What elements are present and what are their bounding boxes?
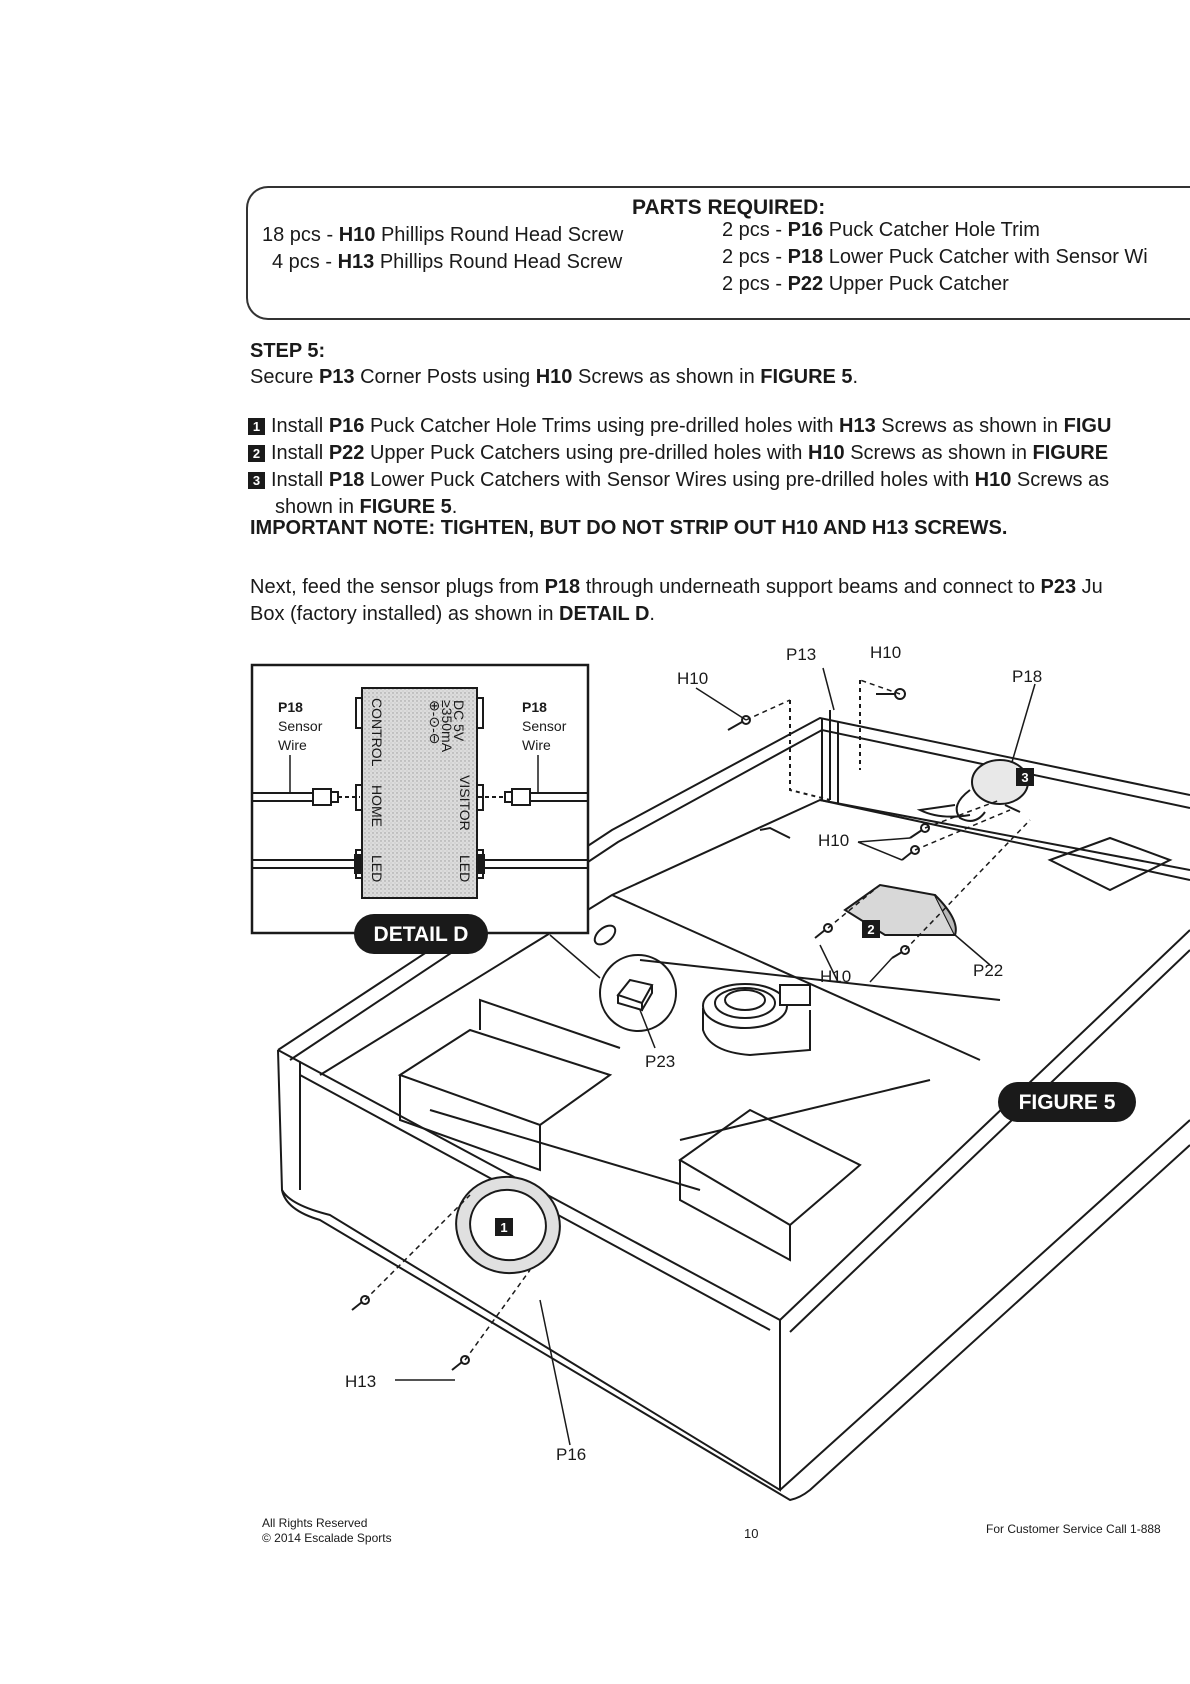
marker-2-label: 2 bbox=[867, 922, 874, 937]
marker-3-label: 3 bbox=[1021, 770, 1028, 785]
parts-left-item: 18 pcs - H10 Phillips Round Head Screw bbox=[262, 224, 624, 246]
marker-1 bbox=[495, 1218, 513, 1236]
box-home-label: HOME bbox=[369, 785, 385, 827]
callout-p16: P16 bbox=[556, 1445, 586, 1464]
table-frame bbox=[277, 716, 1190, 1502]
box-control-label: CONTROL bbox=[369, 698, 385, 767]
p23-junction-box bbox=[593, 924, 677, 1032]
page-number: 10 bbox=[744, 1526, 759, 1541]
box-ma-label: ≥350mA bbox=[439, 700, 455, 753]
detail-label: DETAIL D bbox=[374, 923, 469, 946]
box-visitor-label: VISITOR bbox=[457, 775, 473, 831]
marker-2 bbox=[862, 920, 880, 938]
footer-service: For Customer Service Call 1-888 bbox=[986, 1522, 1161, 1536]
step-title: STEP 5: bbox=[250, 340, 326, 362]
box-led-right-label: LED bbox=[457, 855, 473, 882]
leader-lines bbox=[395, 667, 1036, 1446]
footer-rights: All Rights Reserved bbox=[262, 1516, 368, 1530]
next-instruction: Next, feed the sensor plugs from P18 thr… bbox=[250, 576, 1103, 598]
marker-1-label: 1 bbox=[500, 1220, 507, 1235]
detail-right-l2: Wire bbox=[522, 737, 551, 753]
callout-h10: H10 bbox=[677, 669, 708, 688]
detail-left-l2: Wire bbox=[278, 737, 307, 753]
marker-3 bbox=[1016, 768, 1034, 786]
parts-title: PARTS REQUIRED: bbox=[632, 196, 826, 219]
figure-label: FIGURE 5 bbox=[1019, 1091, 1116, 1114]
box-dc-label: DC 5V bbox=[451, 700, 467, 742]
lower-puck-catcher-p18 bbox=[916, 759, 1029, 822]
box-led-left-label: LED bbox=[369, 855, 385, 882]
guide-lines bbox=[364, 679, 1031, 1361]
figure-markers: 3 2 1 bbox=[495, 768, 1034, 1236]
box-polarity-label: ⊕-⊙-⊖ bbox=[427, 700, 443, 745]
detail-right-part: P18 bbox=[522, 699, 547, 715]
important-note: IMPORTANT NOTE: TIGHTEN, BUT DO NOT STRI… bbox=[250, 517, 1008, 539]
parts-right-item: 2 pcs - P16 Puck Catcher Hole Trim bbox=[722, 219, 1040, 241]
detail-right-l1: Sensor bbox=[522, 718, 567, 734]
callout-h13: H13 bbox=[345, 1372, 376, 1391]
step-number-marker: 3 bbox=[248, 472, 265, 489]
callout-p18: P18 bbox=[1012, 667, 1042, 686]
parts-left-item: 4 pcs - H13 Phillips Round Head Screw bbox=[272, 251, 623, 273]
parts-right-item: 2 pcs - P22 Upper Puck Catcher bbox=[722, 273, 1009, 295]
callout-p13: P13 bbox=[786, 645, 816, 664]
detail-d-inset: CONTROL DC 5V ≥350mA ⊕-⊙-⊖ HOME VISITOR … bbox=[250, 663, 590, 954]
callout-h10: H10 bbox=[820, 967, 851, 986]
footer-copyright: © 2014 Escalade Sports bbox=[262, 1531, 392, 1545]
step-number-marker: 2 bbox=[248, 445, 265, 462]
callout-h10: H10 bbox=[818, 831, 849, 850]
upper-puck-catcher-p22 bbox=[843, 883, 957, 936]
callout-p23: P23 bbox=[645, 1052, 675, 1071]
detail-left-l1: Sensor bbox=[278, 718, 323, 734]
instruction-item-continuation: shown in FIGURE 5. bbox=[275, 496, 458, 518]
detail-left-part: P18 bbox=[278, 699, 303, 715]
step-intro: Secure P13 Corner Posts using H10 Screws… bbox=[250, 366, 859, 388]
step-number-marker: 1 bbox=[248, 418, 265, 435]
parts-required-box bbox=[246, 186, 1190, 320]
callout-h10: H10 bbox=[870, 643, 901, 662]
parts-right-item: 2 pcs - P18 Lower Puck Catcher with Sens… bbox=[722, 246, 1148, 268]
puck-goal bbox=[702, 983, 811, 1057]
next-instruction-cont: Box (factory installed) as shown in DETA… bbox=[250, 603, 655, 625]
corner-post-p13 bbox=[789, 680, 861, 803]
figure-badge: FIGURE 5 bbox=[998, 1082, 1136, 1122]
callout-p22: P22 bbox=[973, 961, 1003, 980]
